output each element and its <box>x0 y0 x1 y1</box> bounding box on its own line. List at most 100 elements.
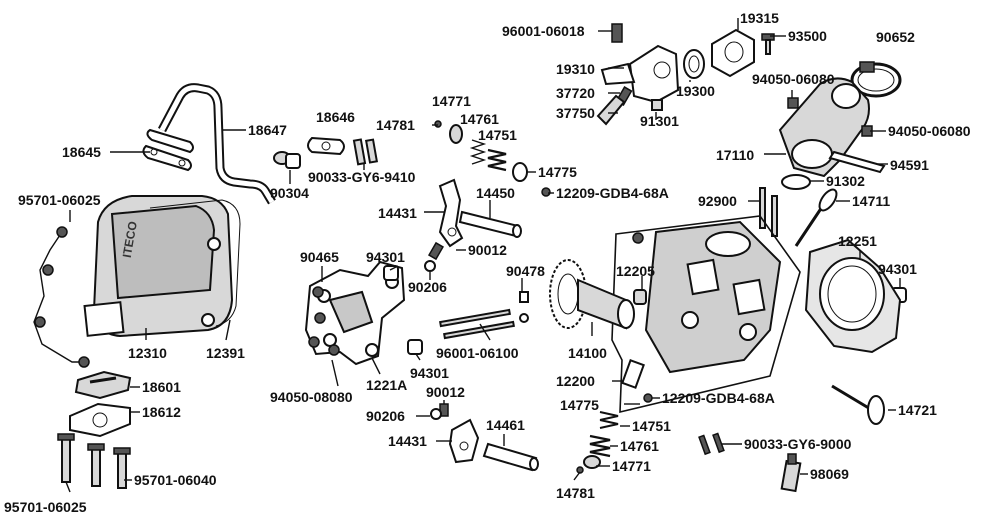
nut-90304 <box>273 151 301 169</box>
label-14761-b: 14761 <box>620 438 659 454</box>
label-18645: 18645 <box>62 144 101 160</box>
bolts-bottom <box>57 433 131 489</box>
label-90012-a: 90012 <box>468 242 507 258</box>
label-90304: 90304 <box>270 185 309 201</box>
cover-18612 <box>69 402 131 438</box>
label-19315: 19315 <box>740 10 779 26</box>
label-12310: 12310 <box>128 345 167 361</box>
label-90033-gy6-9410: 90033-GY6-9410 <box>308 169 416 185</box>
label-14711: 14711 <box>852 193 890 209</box>
label-14781-b: 14781 <box>556 485 595 501</box>
label-94301-c: 94301 <box>410 365 449 381</box>
label-19310: 19310 <box>556 61 595 77</box>
label-94050-06080-a: 94050-06080 <box>752 71 835 87</box>
label-95701-06025-a: 95701-06025 <box>18 192 101 208</box>
label-14461: 14461 <box>486 417 525 433</box>
clamp-90652 <box>850 61 902 98</box>
label-94050-06080-b: 94050-06080 <box>888 123 971 139</box>
label-12251: 12251 <box>838 233 877 249</box>
label-12209-gdb4-68a-b: 12209-GDB4-68A <box>662 390 775 406</box>
label-92900: 92900 <box>698 193 737 209</box>
label-14751-a: 14751 <box>478 127 517 143</box>
oring-91301 <box>651 99 663 111</box>
label-14431-b: 14431 <box>388 433 427 449</box>
svg-text:ITECO: ITECO <box>120 220 140 259</box>
head-gasket-12251 <box>804 238 902 354</box>
label-90652: 90652 <box>876 29 915 45</box>
label-94591: 94591 <box>890 157 929 173</box>
thermostat-cover-19315 <box>711 28 755 78</box>
rocker-arm-14431-a <box>438 178 464 248</box>
label-96001-06018: 96001-06018 <box>502 23 585 39</box>
label-18646: 18646 <box>316 109 355 125</box>
label-18612: 18612 <box>142 404 181 420</box>
label-14771-b: 14771 <box>612 458 651 474</box>
bolts-96001-06100 <box>439 308 515 340</box>
label-98069: 98069 <box>810 466 849 482</box>
label-90478: 90478 <box>506 263 545 279</box>
valve-14711 <box>794 188 838 247</box>
rocker-shaft-14461 <box>482 442 539 472</box>
label-94301-a: 94301 <box>366 249 405 265</box>
label-37750: 37750 <box>556 105 595 121</box>
label-14775-b: 14775 <box>560 397 599 413</box>
gasket-18645 <box>142 128 194 172</box>
nut-90206-a <box>424 260 436 272</box>
label-93500: 93500 <box>788 28 827 44</box>
leader-lines <box>65 18 901 493</box>
valve-spring-group-bottom <box>576 393 653 474</box>
label-14771-a: 14771 <box>432 93 471 109</box>
bolts-95701-06025-a <box>33 226 90 368</box>
studs-90033-gy6-9410 <box>352 138 379 166</box>
part-labels: 96001-06018 19315 93500 90652 19310 3772… <box>4 10 971 515</box>
cylinder-head-12200 <box>611 215 801 414</box>
tube-12200 <box>621 359 645 389</box>
camshaft-14100 <box>549 259 635 330</box>
label-18601: 18601 <box>142 379 181 395</box>
rocker-arm-14431-b <box>448 418 480 464</box>
label-95701-06025-b: 95701-06025 <box>4 499 87 515</box>
sensor-37750 <box>596 94 626 126</box>
dowel-12205 <box>633 289 647 305</box>
label-91301: 91301 <box>640 113 679 129</box>
valve-14721 <box>831 384 885 425</box>
oring-91302 <box>781 174 811 190</box>
label-12391: 12391 <box>206 345 245 361</box>
rocker-holder-1221A <box>304 260 406 366</box>
gasket-18646 <box>307 136 345 156</box>
thermostat-19300 <box>683 49 705 79</box>
label-1221a: 1221A <box>366 377 407 393</box>
label-90206-a: 90206 <box>408 279 447 295</box>
label-90465: 90465 <box>300 249 339 265</box>
label-94050-08080: 94050-08080 <box>270 389 353 405</box>
label-19300: 19300 <box>676 83 715 99</box>
gasket-94591 <box>828 150 886 174</box>
label-14775-a: 14775 <box>538 164 577 180</box>
rocker-shaft-14450 <box>458 210 522 238</box>
breather-pipe-18647 <box>158 83 276 205</box>
head-cover-12310: ITECO <box>83 195 234 338</box>
label-37720: 37720 <box>556 85 595 101</box>
label-12209-gdb4-68a-a: 12209-GDB4-68A <box>556 185 669 201</box>
dowel-94301-c <box>407 339 423 355</box>
label-14781-a: 14781 <box>376 117 415 133</box>
label-14751-b: 14751 <box>632 418 671 434</box>
thermostat-housing-19310 <box>600 23 680 104</box>
label-14431-a: 14431 <box>378 205 417 221</box>
label-90206-b: 90206 <box>366 408 405 424</box>
label-90012-b: 90012 <box>426 384 465 400</box>
intake-manifold-17110 <box>778 77 870 178</box>
label-14100: 14100 <box>568 345 607 361</box>
bolts-93500 <box>761 33 775 55</box>
dowel-94301-a <box>383 265 399 281</box>
head-cover-gasket-12391 <box>149 199 241 327</box>
label-14450: 14450 <box>476 185 515 201</box>
gasket-18601 <box>74 370 132 400</box>
label-17110: 17110 <box>716 147 754 163</box>
nut-90206-b <box>430 408 442 420</box>
spark-plug-98069 <box>780 453 802 493</box>
screw-90012-a <box>428 241 444 261</box>
label-14761-a: 14761 <box>460 111 499 127</box>
